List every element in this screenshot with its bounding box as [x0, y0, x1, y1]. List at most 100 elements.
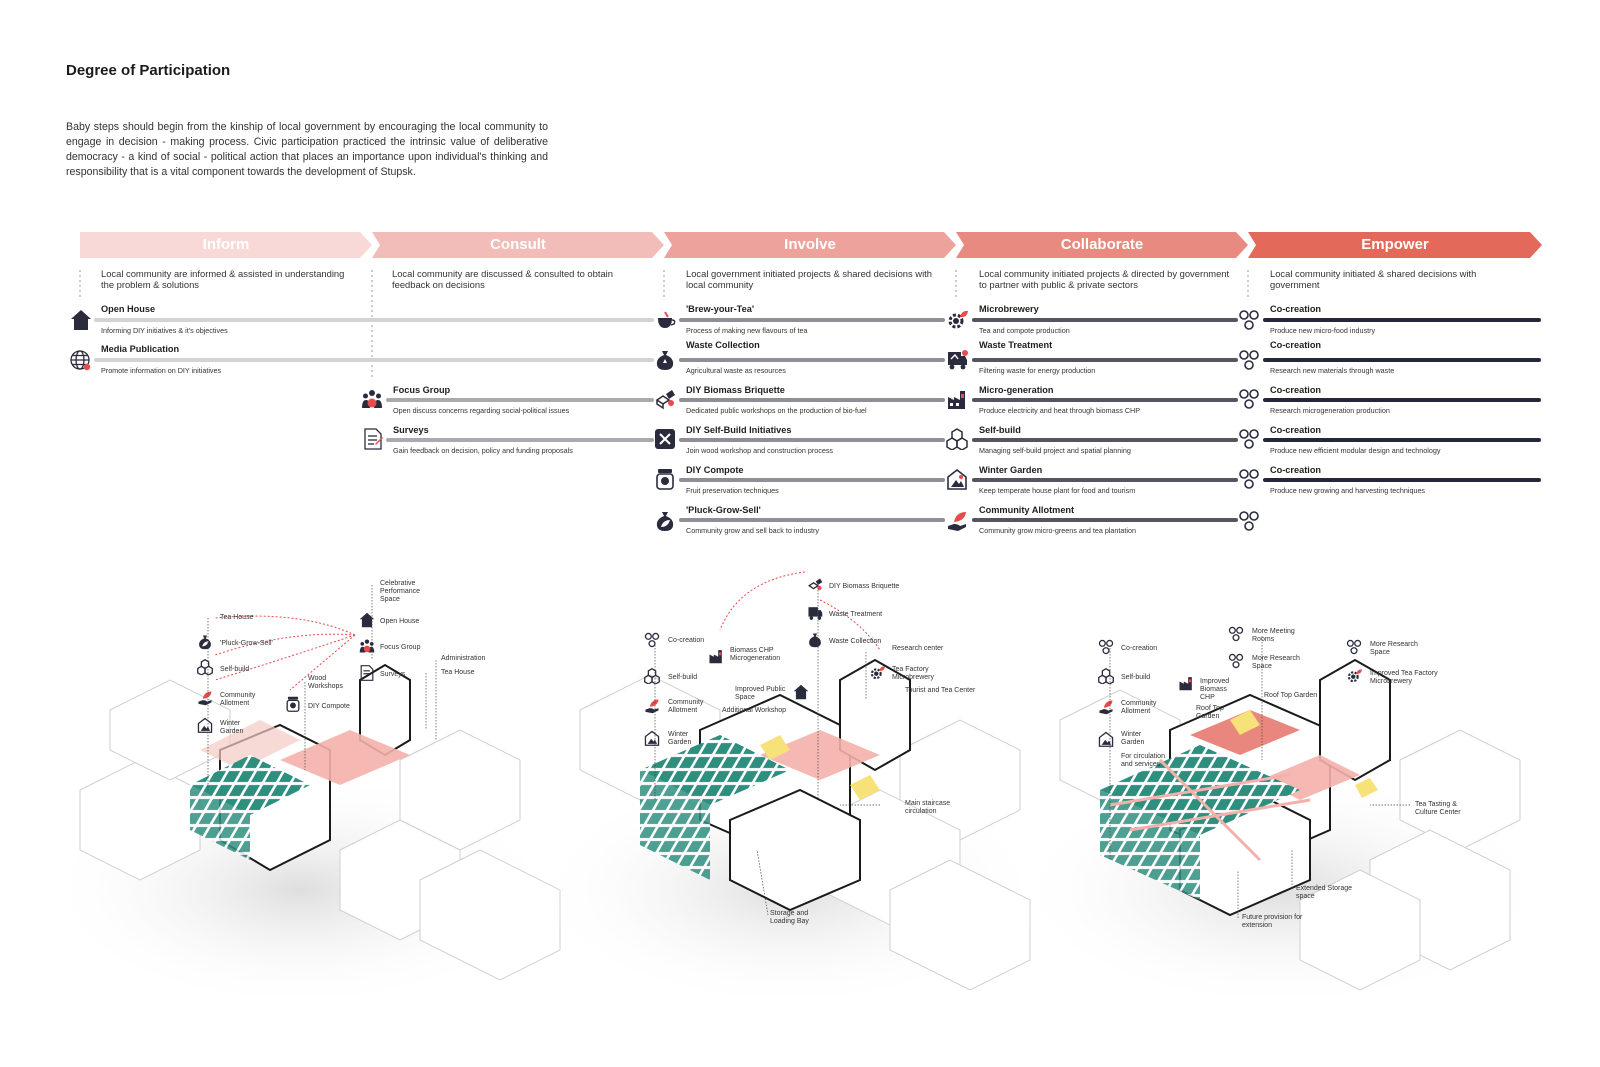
activity-title-open-house: Open House: [101, 304, 156, 314]
label-community-allotment: Community Allotment: [220, 692, 256, 707]
activity-line-pluck-grow-sell: [679, 518, 945, 522]
activity-desc-community-allotment: Community grow micro-greens and tea plan…: [979, 526, 1137, 535]
label-tourist-tea-center: Tourist and Tea Center: [905, 687, 976, 694]
diagram-2-phase-2: [530, 571, 1050, 1010]
briquette-icon: [808, 578, 823, 591]
activity-line-co-creation-3: [1263, 398, 1541, 402]
globe-icon: [70, 350, 91, 371]
house-icon: [71, 310, 91, 330]
label-community-allotment: Community Allotment: [1121, 700, 1157, 715]
cubes-icon: [197, 659, 213, 675]
activity-line-winter-garden: [972, 478, 1238, 482]
activity-title-micro-generation: Micro-generation: [979, 385, 1054, 395]
label-tea-tasting: Tea Tasting & Culture Center: [1415, 801, 1461, 816]
label-additional-workshop: Additional Workshop: [722, 707, 787, 714]
activity-desc-microbrewery: Tea and compote production: [979, 326, 1070, 335]
label-celebrative-space: Celebrative Performance Space: [380, 580, 421, 603]
activity-line-co-creation-5: [1263, 478, 1541, 482]
sack-icon: [656, 351, 674, 370]
activity-line-community-allotment: [972, 518, 1238, 522]
label-pluck-grow-sell: 'Pluck-Grow-Sell': [220, 640, 273, 647]
cubes-icon: [946, 428, 968, 450]
activity-line-diy-biomass-briquette: [679, 398, 945, 402]
activity-desc-co-creation-4: Produce new efficient modular design and…: [1270, 446, 1441, 455]
label-self-build: Self-build: [220, 666, 250, 673]
cubes-icon: [644, 668, 660, 684]
activity-title-diy-self-build: DIY Self-Build Initiatives: [686, 425, 792, 435]
hand-leaf-icon: [1099, 700, 1113, 715]
stage-label-collaborate: Collaborate: [1060, 236, 1144, 253]
label-waste-collection: Waste Collection: [829, 638, 882, 645]
greenhouse-icon: [1098, 731, 1114, 747]
co-creation-icon: [1239, 429, 1259, 449]
co-creation-icon: [1239, 469, 1259, 489]
activity-title-co-creation-5: Co-creation: [1270, 465, 1322, 475]
co-creation-icon: [1239, 310, 1259, 330]
label-tea-house-top: Tea House: [220, 614, 254, 621]
activity-line-open-house: [94, 318, 654, 322]
co-creation-icon: [1239, 511, 1259, 531]
stage-header-empower: Empower: [1248, 232, 1542, 258]
activity-desc-micro-generation: Produce electricity and heat through bio…: [979, 406, 1141, 415]
leaf-bag-icon: [656, 512, 674, 531]
label-circulation-services: For circulation and services: [1121, 753, 1165, 768]
house-icon: [359, 612, 375, 628]
cubes-icon: [1098, 668, 1114, 684]
activity-desc-pluck-grow-sell: Community grow and sell back to industry: [686, 526, 820, 535]
activity-desc-diy-biomass-briquette: Dedicated public workshops on the produc…: [686, 406, 867, 415]
co-creation-icon: [1239, 350, 1259, 370]
activity-desc-winter-garden: Keep temperate house plant for food and …: [979, 486, 1136, 495]
co-creation-icon: [1228, 626, 1244, 642]
label-winter-garden: Winter Garden: [668, 731, 692, 746]
label-diy-biomass-briquette: DIY Biomass Briquette: [829, 583, 900, 590]
page-title: Degree of Participation: [66, 62, 231, 79]
activity-title-waste-collection: Waste Collection: [686, 340, 760, 350]
co-creation-icon: [1239, 389, 1259, 409]
activity-title-community-allotment: Community Allotment: [979, 505, 1075, 515]
activity-line-self-build: [972, 438, 1238, 442]
label-wood-workshops: Wood Workshops: [308, 675, 343, 690]
document-icon: [360, 665, 374, 681]
house-icon: [793, 684, 809, 700]
stage-desc-collaborate: Local community initiated projects & dir…: [979, 268, 1230, 290]
gear-leaf-icon: [1347, 669, 1362, 683]
activity-title-co-creation-1: Co-creation: [1270, 304, 1322, 314]
label-winter-garden: Winter Garden: [1121, 731, 1145, 746]
activity-title-co-creation-2: Co-creation: [1270, 340, 1322, 350]
sack-icon: [809, 633, 821, 648]
activity-line-co-creation-4: [1263, 438, 1541, 442]
activity-title-focus-group: Focus Group: [393, 385, 451, 395]
label-winter-garden: Winter Garden: [220, 720, 244, 735]
label-improved-biomass-chp: Improved Biomass CHP: [1200, 678, 1230, 701]
activity-desc-co-creation-3: Research microgeneration production: [1270, 406, 1390, 415]
label-roof-top-garden-left: Roof Top Garden: [1196, 705, 1224, 720]
label-focus-group: Focus Group: [380, 644, 421, 651]
document-icon: [364, 428, 383, 450]
activity-desc-co-creation-5: Produce new growing and harvesting techn…: [1270, 486, 1426, 495]
co-creation-icon: [644, 632, 660, 648]
label-co-creation: Co-creation: [1121, 645, 1158, 652]
tools-icon: [655, 429, 675, 449]
stage-label-involve: Involve: [784, 236, 836, 253]
activity-title-microbrewery: Microbrewery: [979, 304, 1039, 314]
co-creation-icon: [1098, 639, 1114, 655]
factory-icon: [948, 391, 965, 409]
intro-paragraph: Baby steps should begin from the kinship…: [66, 121, 548, 178]
activity-title-self-build: Self-build: [979, 425, 1021, 435]
activity-line-media-publication: [94, 358, 654, 362]
label-extended-storage: Extended Storage space: [1296, 885, 1353, 900]
activity-title-winter-garden: Winter Garden: [979, 465, 1043, 475]
stage-arrow-involve: [664, 232, 956, 258]
activity-line-co-creation-1: [1263, 318, 1541, 322]
activity-title-diy-compote: DIY Compote: [686, 465, 744, 475]
activity-desc-waste-collection: Agricultural waste as resources: [686, 366, 786, 375]
activity-title-media-publication: Media Publication: [101, 344, 180, 354]
activity-desc-diy-compote: Fruit preservation techniques: [686, 486, 779, 495]
activity-desc-focus-group: Open discuss concerns regarding social-p…: [393, 406, 570, 415]
activity-desc-self-build: Managing self-build project and spatial …: [979, 446, 1131, 455]
recycle-truck-icon: [948, 350, 968, 370]
factory-icon: [1179, 677, 1192, 691]
activity-line-waste-treatment: [972, 358, 1238, 362]
stage-arrow-inform: [80, 232, 372, 258]
label-research-center: Research center: [892, 645, 944, 652]
